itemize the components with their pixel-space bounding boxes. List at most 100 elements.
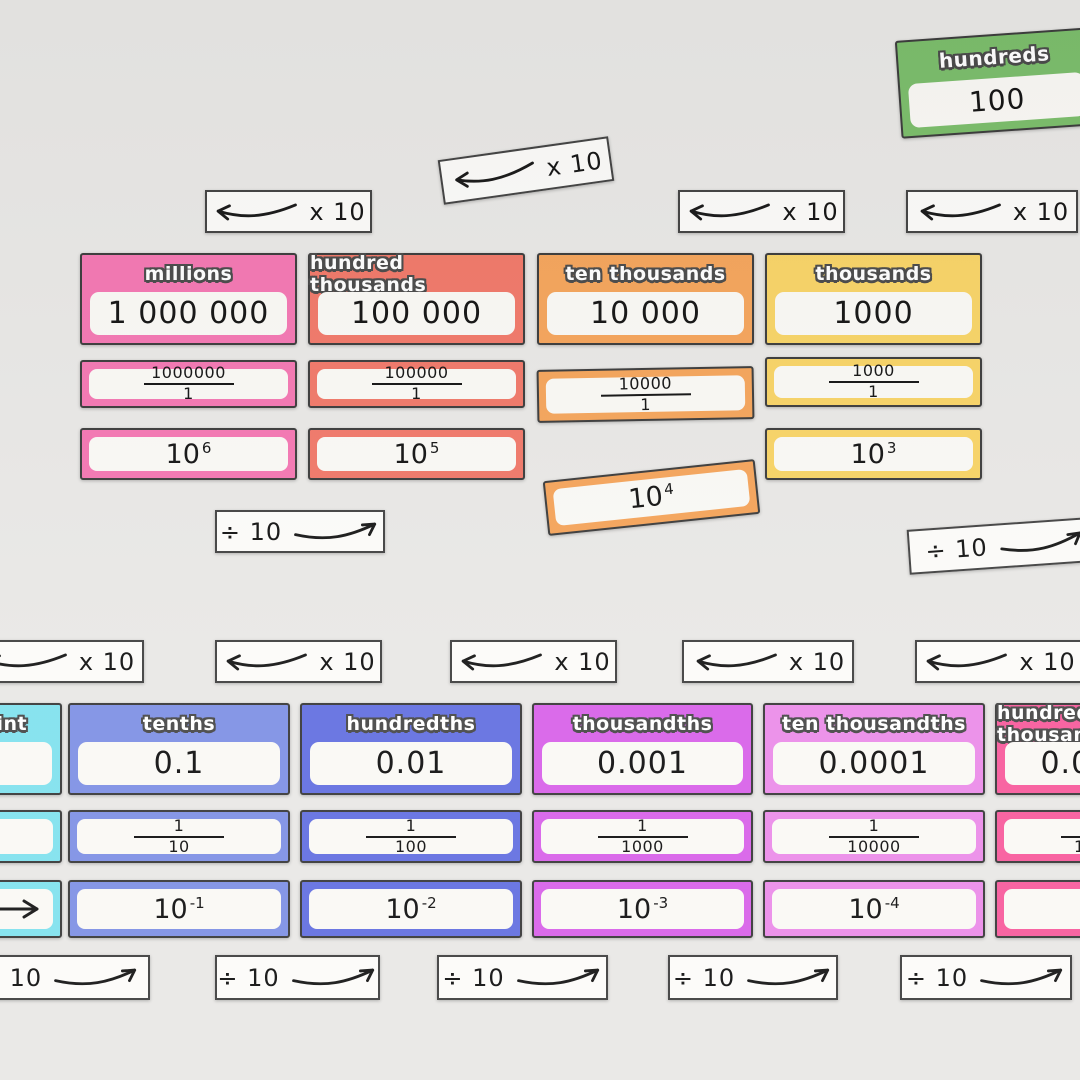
multiply-ten-card[interactable]: x 10 [906, 190, 1078, 233]
left-curved-arrow-icon [696, 653, 777, 670]
left-curved-arrow-icon [455, 161, 534, 188]
arrow-card-decimal-point[interactable] [0, 880, 62, 938]
fraction-line [143, 383, 234, 385]
multiply-ten-label: x 10 [544, 145, 605, 182]
place-card-title: ten thousands [565, 263, 726, 285]
power-base: 10 [153, 893, 188, 925]
fraction-denominator: 100000 [1073, 836, 1080, 856]
fraction-line [371, 383, 462, 385]
multiply-ten-card[interactable]: x 10 [915, 640, 1080, 683]
multiply-ten-card[interactable]: x 10 [0, 640, 144, 683]
power-card-ten-thousands[interactable]: 104 [542, 459, 761, 536]
place-card-decimal-point[interactable]: decimal point [0, 703, 62, 795]
power-card-hundredths[interactable]: 10-2 [300, 880, 522, 938]
divide-ten-card[interactable]: ÷ 10 [437, 955, 608, 1000]
divide-ten-card[interactable]: ÷ 10 [215, 510, 385, 553]
multiply-ten-card[interactable]: x 10 [678, 190, 845, 233]
divide-ten-card[interactable]: ÷ 10 [906, 516, 1080, 575]
place-card-title: thousandths [572, 713, 713, 735]
fraction-numerator: 100000 [384, 363, 449, 383]
right-curved-arrow-icon [999, 530, 1080, 552]
power-card-thousandths[interactable]: 10-3 [532, 880, 753, 938]
divide-ten-card[interactable]: ÷ 10 [668, 955, 838, 1000]
fraction-card-decimal-point[interactable] [0, 810, 62, 863]
fraction-numerator: 10000 [618, 373, 673, 394]
power-base: 10 [627, 480, 665, 516]
power-base: 10 [616, 893, 652, 925]
multiply-ten-card[interactable]: x 10 [437, 136, 615, 205]
place-card-hundreds[interactable]: hundreds 100 [894, 27, 1080, 139]
power-of-ten: 10-2 [385, 894, 436, 925]
multiply-ten-card[interactable]: x 10 [215, 640, 382, 683]
power-card-tenths[interactable]: 10-1 [68, 880, 290, 938]
multiply-ten-label: x 10 [78, 647, 136, 676]
divide-ten-card[interactable]: ÷ 10 [215, 955, 380, 1000]
power-exponent: -2 [421, 893, 437, 912]
power-card-hundred-thousandths[interactable] [995, 880, 1080, 938]
left-curved-arrow-icon [226, 653, 308, 670]
place-card-hundredths[interactable]: hundredths 0.01 [300, 703, 522, 795]
place-card-value-box: 0.01 [310, 742, 512, 785]
power-box: 10-4 [772, 889, 976, 929]
divide-ten-card[interactable]: ÷ 10 [0, 955, 150, 1000]
left-curved-arrow-icon [461, 653, 543, 670]
power-base: 10 [165, 438, 200, 470]
fraction-denominator: 1 [868, 382, 879, 401]
place-card-value-box: 1000 [775, 292, 972, 335]
place-card-value: 1000 [833, 296, 914, 331]
multiply-ten-label: x 10 [788, 647, 846, 676]
place-card-value: 100 [967, 81, 1027, 119]
power-of-ten: 10-1 [153, 894, 204, 925]
fraction-denominator: 1000 [621, 836, 664, 856]
place-card-tenths[interactable]: tenths 0.1 [68, 703, 290, 795]
place-card-value-box: 10 000 [547, 292, 744, 335]
divide-ten-label: ÷ 10 [217, 963, 280, 992]
place-card-ten-thousands[interactable]: ten thousands 10 000 [537, 253, 754, 345]
place-card-title: decimal point [0, 713, 28, 735]
fraction-line [829, 835, 919, 838]
left-curved-arrow-icon [926, 653, 1008, 670]
multiply-ten-card[interactable]: x 10 [682, 640, 854, 683]
power-card-ten-thousandths[interactable]: 10-4 [763, 880, 985, 938]
left-curved-arrow-icon [920, 203, 1001, 220]
place-card-thousandths[interactable]: thousandths 0.001 [532, 703, 753, 795]
right-curved-arrow-icon [291, 968, 374, 985]
place-card-hundred-thousands[interactable]: hundred thousands 100 000 [308, 252, 525, 345]
divide-ten-card[interactable]: ÷ 10 [900, 955, 1072, 1000]
fraction-denominator: 10000 [847, 836, 901, 856]
place-card-millions[interactable]: millions 1 000 000 [80, 253, 297, 345]
power-of-ten: 10-3 [617, 894, 668, 925]
right-curved-arrow-icon [54, 968, 137, 985]
place-card-ten-thousandths[interactable]: ten thousandths 0.0001 [763, 703, 985, 795]
multiply-ten-card[interactable]: x 10 [205, 190, 372, 233]
multiply-ten-card[interactable]: x 10 [450, 640, 617, 683]
divide-ten-label: ÷ 10 [219, 517, 283, 546]
place-card-value: 0.001 [597, 746, 688, 781]
place-card-title: millions [144, 263, 233, 285]
fraction-line [134, 835, 224, 838]
place-card-thousands[interactable]: thousands 1000 [765, 253, 982, 345]
power-base: 10 [848, 893, 883, 925]
